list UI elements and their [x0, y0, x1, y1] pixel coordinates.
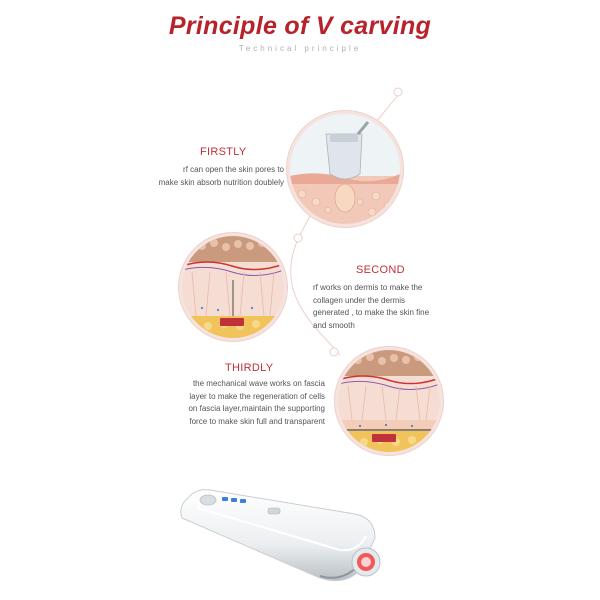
step-1-title: FIRSTLY [200, 146, 247, 158]
step-1-description: rf can open the skin pores to make skin … [120, 164, 284, 189]
step-3-line: on fascia layer,maintain the supporting [188, 404, 325, 413]
power-button-icon [199, 494, 217, 506]
step-2-description: rf works on dermis to make the collagen … [313, 282, 473, 332]
step-1-line: make skin absorb nutrition doublely [158, 177, 284, 187]
connector-dot [293, 233, 303, 243]
connector-dot [393, 87, 403, 97]
step-3-line: force to make skin full and transparent [189, 416, 325, 426]
page-title: Principle of V carving [168, 12, 432, 40]
step-2-title: SECOND [356, 264, 405, 276]
layer-tag [372, 434, 396, 442]
step-3-description: the mechanical wave works on fascia laye… [130, 378, 325, 428]
step-3-line: layer to make the regeneration of cells [189, 391, 325, 401]
dermis-collagen-illustration [182, 236, 284, 338]
connector-dot [329, 347, 339, 357]
layer-tag [220, 318, 244, 326]
step-3-title: THIRDLY [225, 362, 274, 374]
page-subtitle: Technical principle [238, 44, 362, 53]
step-2-line: generated , to make the skin fine [313, 308, 430, 317]
step-2-line: rf works on dermis to make the [313, 283, 423, 292]
step-1-line: rf can open the skin pores to [183, 165, 284, 174]
skin-pores-illustration [290, 114, 400, 224]
step-3-line: the mechanical wave works on fascia [192, 379, 325, 388]
step-2-line: collagen under the dermis [313, 295, 406, 305]
device-image [180, 489, 381, 582]
fascia-layer-illustration [338, 350, 440, 452]
step-2-line: and smooth [313, 320, 355, 330]
